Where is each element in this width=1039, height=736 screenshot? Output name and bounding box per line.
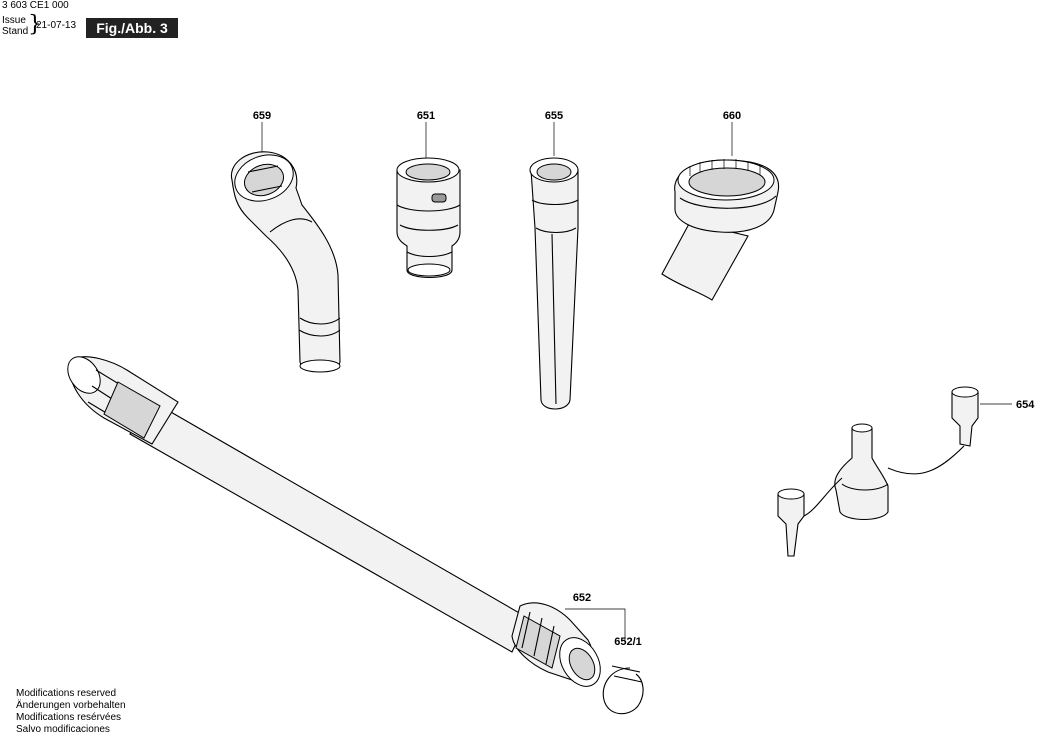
callout-659: 659 (253, 110, 271, 122)
footer-line-en: Modifications reserved (16, 688, 117, 699)
callout-655: 655 (545, 110, 563, 122)
part-659-curved-nozzle (230, 122, 341, 373)
callout-652-1: 652/1 (614, 636, 642, 648)
callout-651: 651 (417, 110, 435, 122)
part-660-upholstery-nozzle (661, 122, 780, 301)
footer-line-es: Salvo modificaciones (16, 724, 110, 735)
issue-date: 21-07-13 (36, 20, 77, 31)
issue-label: Issue (2, 15, 26, 26)
part-652-1-clip-ring (602, 665, 644, 715)
part-654-adapter-set (777, 386, 1012, 557)
stand-label: Stand (2, 26, 29, 37)
footer-line-de: Änderungen vorbehalten (16, 700, 126, 711)
issue-labels: Issue Stand (2, 15, 28, 37)
part-655-crevice-nozzle (529, 122, 579, 410)
part-652-extension-tube (67, 356, 626, 687)
callout-654: 654 (1016, 399, 1035, 411)
footer-notice: Modifications reserved Änderungen vorbeh… (16, 688, 126, 736)
callout-652: 652 (573, 592, 591, 604)
callout-660: 660 (723, 110, 741, 122)
part-651-adapter-sleeve (396, 122, 461, 278)
document-number: 3 603 CE1 000 (2, 0, 69, 11)
figure-badge: Fig./Abb. 3 (86, 18, 178, 38)
footer-line-fr: Modifications resérvées (16, 712, 122, 723)
brace-glyph: } (28, 12, 42, 37)
